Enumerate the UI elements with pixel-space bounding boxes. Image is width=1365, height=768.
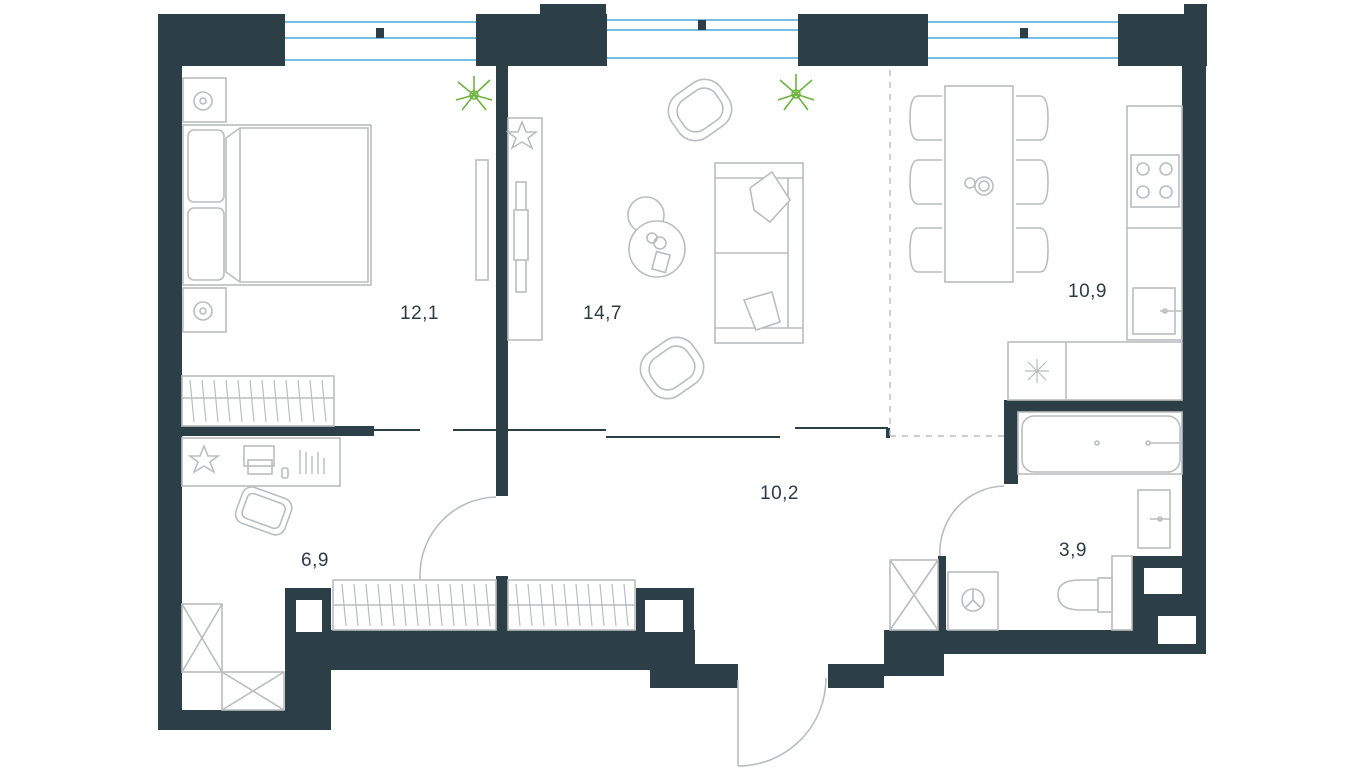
bathroom-furniture [889,411,1183,631]
plant-icon [455,76,493,111]
columns [184,568,1196,710]
partitions [374,70,1004,438]
kitchen-area-label: 10,9 [1068,281,1107,302]
doors [419,485,1005,767]
living-room-area-label: 14,7 [583,303,622,324]
kitchen-furniture [909,85,1183,401]
windows [285,19,1118,61]
fridge-icon [1025,359,1049,383]
bedroom-area-label: 12,1 [400,303,439,324]
plant-icon [777,74,815,111]
study-area-label: 6,9 [301,550,329,571]
study-furniture [181,437,341,711]
hallway-area-label: 10,2 [760,483,799,504]
bathroom-area-label: 3,9 [1059,540,1087,561]
living-room-furniture [505,74,815,400]
bedroom-furniture [181,76,493,427]
hallway-wardrobes [332,579,636,631]
